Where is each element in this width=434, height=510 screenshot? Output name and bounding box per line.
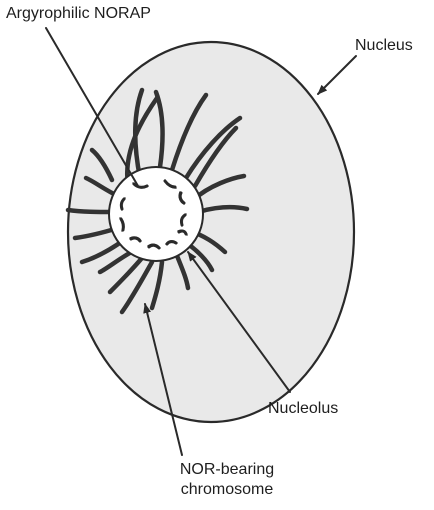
nucleolus-label: Nucleolus xyxy=(268,399,338,419)
nucleus-arrow xyxy=(318,56,356,94)
chromosome-label: NOR-bearing chromosome xyxy=(150,460,304,500)
norap-label: Argyrophilic NORAP xyxy=(6,4,151,24)
chromosome-strand xyxy=(68,210,115,212)
chromosome-label-line2: chromosome xyxy=(150,480,304,500)
nucleus-label: Nucleus xyxy=(355,36,413,56)
chromosome-label-line1: NOR-bearing xyxy=(150,460,304,480)
